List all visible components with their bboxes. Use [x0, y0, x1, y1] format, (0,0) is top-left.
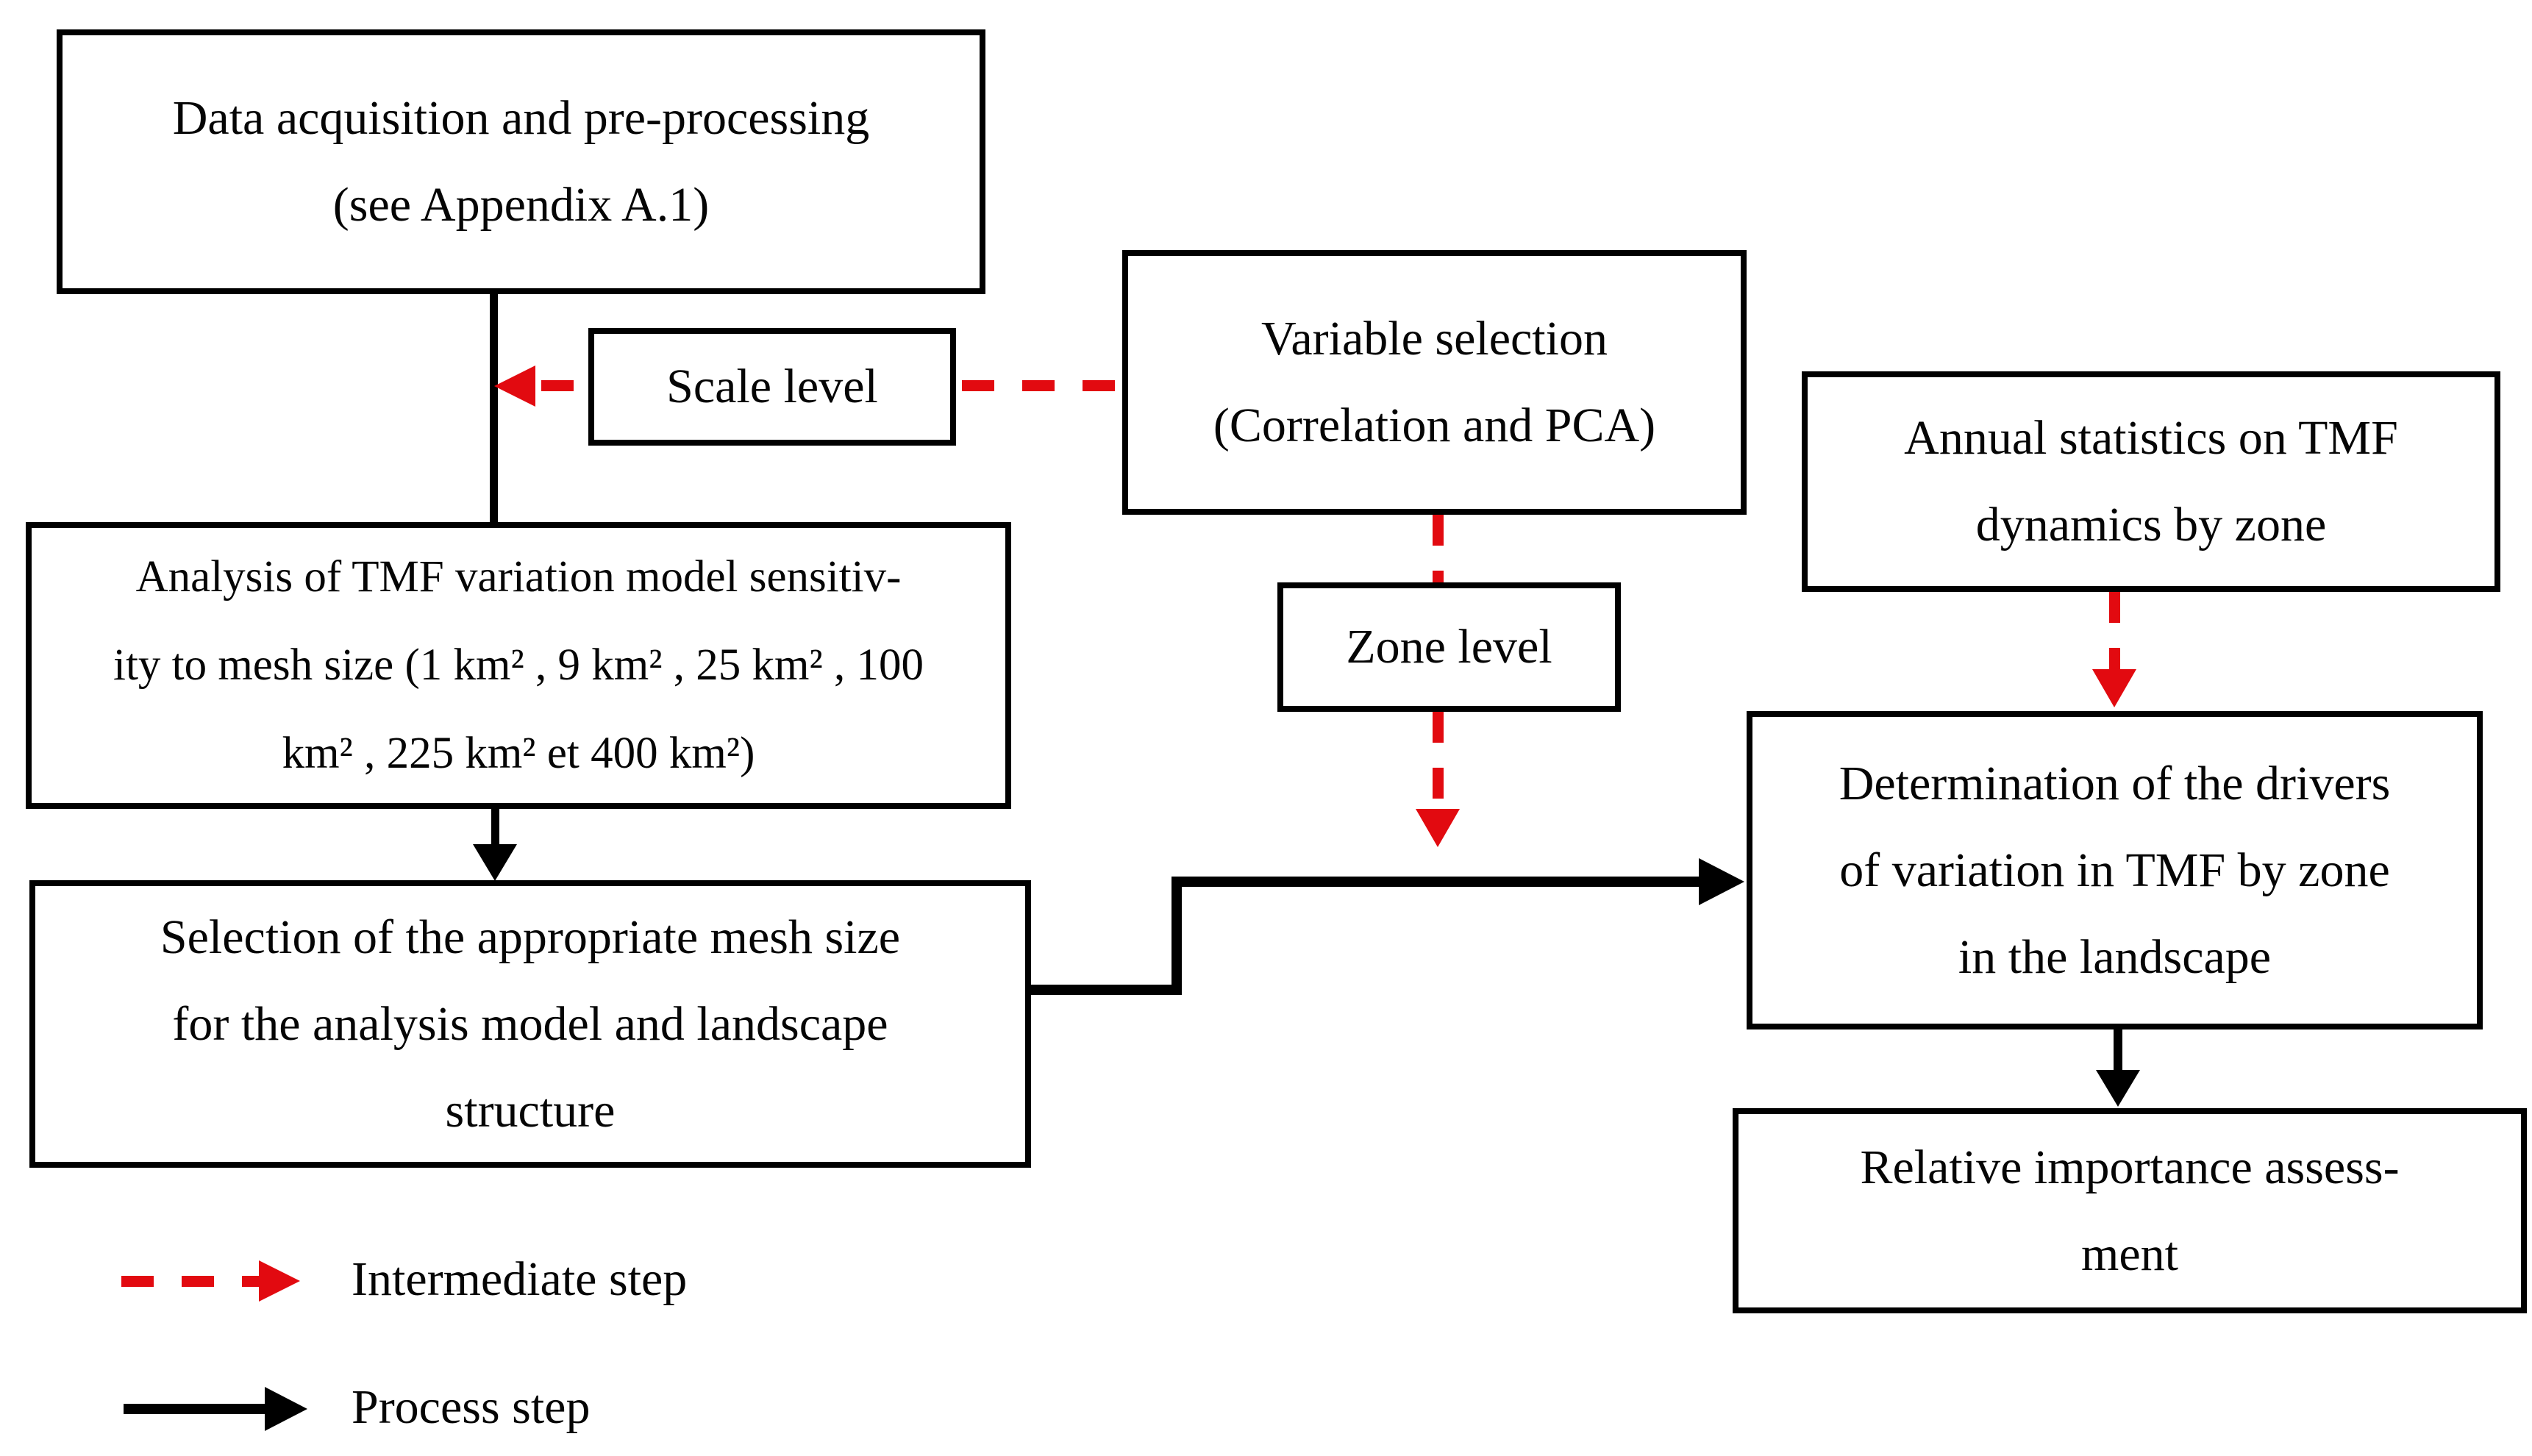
node-text-line: ity to mesh size (1 km² , 9 km² , 25 km²… [113, 640, 924, 690]
node-annual-statistics: Annual statistics on TMF dynamics by zon… [1802, 371, 2500, 592]
down-arrow-icon [473, 844, 517, 881]
intermediate-dash-scale-to-line [541, 380, 578, 391]
node-text-line: (see Appendix A.1) [332, 178, 710, 232]
process-elbow-riser [1172, 877, 1182, 995]
right-arrow-icon [1699, 858, 1744, 905]
node-text-line: Variable selection [1261, 312, 1608, 365]
node-variable-selection: Variable selection (Correlation and PCA) [1122, 250, 1747, 515]
node-text-line: of variation in TMF by zone [1839, 843, 2390, 897]
legend-intermediate-label: Intermediate step [352, 1252, 688, 1306]
node-zone-level: Zone level [1277, 582, 1621, 712]
node-text-line: Relative importance assess- [1860, 1140, 2400, 1194]
intermediate-dash-variable-to-zone [1433, 515, 1444, 582]
node-text-line: Selection of the appropriate mesh size [160, 910, 901, 964]
process-line-analysis-to-selection [491, 807, 499, 847]
process-elbow-selection-exit [1028, 985, 1182, 995]
right-arrow-icon [265, 1387, 307, 1431]
node-text-line: Scale level [666, 360, 878, 413]
node-text-line: Annual statistics on TMF [1904, 411, 2398, 465]
right-arrow-icon [259, 1260, 300, 1302]
intermediate-dash-zone-down [1433, 712, 1444, 813]
legend-intermediate-arrow-icon [121, 1276, 261, 1287]
process-line-drivers-to-relative [2114, 1029, 2122, 1072]
node-text-line: Zone level [1346, 620, 1552, 674]
node-data-acquisition: Data acquisition and pre-processing (see… [57, 29, 985, 294]
node-text-line: (Correlation and PCA) [1213, 399, 1656, 452]
node-text-line: for the analysis model and landscape [172, 996, 888, 1051]
node-text-line: dynamics by zone [1975, 498, 2327, 552]
left-arrow-icon [494, 365, 535, 407]
node-mesh-selection: Selection of the appropriate mesh size f… [29, 880, 1031, 1168]
intermediate-dash-variable-to-scale [962, 380, 1122, 391]
node-scale-level: Scale level [588, 328, 956, 446]
intermediate-dash-annual-to-drivers [2109, 592, 2120, 673]
node-text-line: km² , 225 km² et 400 km²) [282, 729, 755, 778]
legend-process-label: Process step [352, 1380, 591, 1434]
down-arrow-icon [2096, 1070, 2140, 1107]
node-text-line: Analysis of TMF variation model sensitiv… [135, 552, 902, 602]
down-arrow-icon [1416, 809, 1460, 847]
process-line-data-to-analysis [490, 293, 498, 524]
down-arrow-icon [2092, 669, 2136, 707]
node-relative-importance: Relative importance assess- ment [1733, 1108, 2527, 1313]
node-text-line: Determination of the drivers [1839, 756, 2391, 810]
node-text-line: Data acquisition and pre-processing [172, 91, 870, 145]
process-line-selection-to-drivers [1172, 877, 1700, 887]
node-text-line: structure [445, 1083, 616, 1138]
node-drivers-determination: Determination of the drivers of variatio… [1747, 711, 2483, 1029]
node-text-line: ment [2081, 1227, 2178, 1281]
legend-process-arrow-icon [124, 1404, 268, 1414]
node-text-line: in the landscape [1958, 929, 2272, 984]
node-analysis-sensitivity: Analysis of TMF variation model sensitiv… [26, 522, 1011, 809]
